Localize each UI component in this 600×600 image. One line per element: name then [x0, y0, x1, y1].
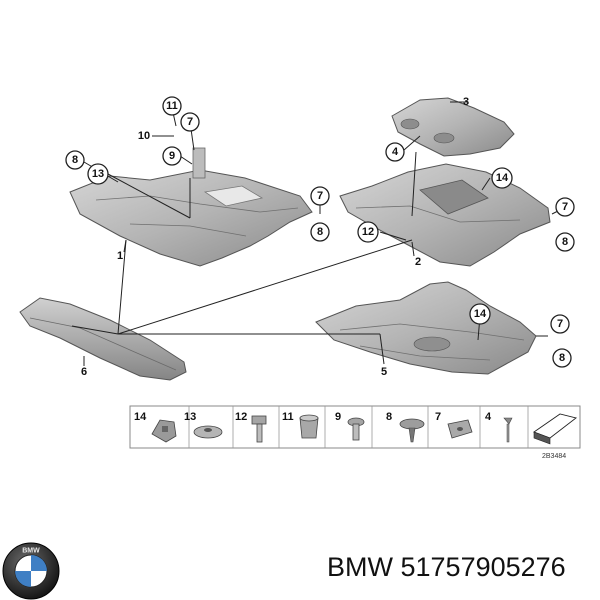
expansion-nut-icon	[299, 414, 319, 439]
label-3: 3	[463, 96, 469, 108]
callout-7-part5: 7	[550, 314, 570, 334]
washer-nut-icon	[193, 425, 223, 439]
callout-7-top-left: 7	[180, 112, 200, 132]
front-splash-bar-part-6	[19, 297, 187, 381]
callout-12: 12	[357, 221, 379, 243]
part-number-5: 5	[381, 366, 387, 378]
callout-7-part1-right: 7	[310, 186, 330, 206]
svg-text:8: 8	[559, 352, 565, 364]
callout-8-part5: 8	[552, 348, 572, 368]
hardware-label-12: 12	[235, 411, 247, 423]
clip-nut-icon	[151, 419, 177, 443]
svg-text:4: 4	[392, 146, 399, 158]
svg-text:14: 14	[496, 172, 509, 184]
callout-14-part5: 14	[469, 303, 491, 325]
bmw-logo: BMW	[2, 542, 60, 600]
hardware-label-11: 11	[282, 411, 294, 423]
callout-4: 4	[385, 142, 405, 162]
caption-brand: BMW	[327, 552, 393, 582]
callout-8-part2: 8	[555, 232, 575, 252]
hardware-label-14: 14	[134, 411, 147, 423]
label-10: 10	[138, 130, 150, 142]
svg-text:12: 12	[362, 226, 374, 238]
engine-cover-part-3	[391, 97, 515, 157]
hardware-label-7: 7	[435, 411, 441, 423]
callout-11: 11	[162, 96, 182, 116]
hardware-strip: 14 13 12 11 9 8 7 4	[129, 405, 581, 460]
caption-part-number: 51757905276	[400, 552, 566, 582]
part-number-1: 1	[117, 250, 123, 262]
hardware-label-9: 9	[335, 411, 341, 423]
svg-text:8: 8	[317, 226, 323, 238]
callout-7-part2: 7	[555, 197, 575, 217]
svg-text:13: 13	[92, 168, 104, 180]
shim-wedge-icon	[533, 413, 578, 445]
svg-text:7: 7	[317, 190, 323, 202]
push-rivet-icon	[399, 418, 425, 443]
part-number-6: 6	[81, 366, 87, 378]
underbody-shield-part-2	[339, 163, 551, 267]
svg-text:7: 7	[557, 318, 563, 330]
callout-8-left: 8	[65, 150, 85, 170]
callout-13: 13	[87, 163, 109, 185]
callout-9: 9	[162, 146, 182, 166]
hardware-label-4: 4	[485, 411, 492, 423]
hardware-label-13: 13	[184, 411, 196, 423]
underbody-shield-part-5	[315, 281, 537, 375]
hex-bolt-icon	[251, 415, 267, 443]
part-caption: BMW 51757905276	[327, 552, 566, 583]
svg-text:11: 11	[166, 100, 178, 112]
spring-nut-icon	[447, 419, 473, 439]
callout-14-part2: 14	[491, 167, 513, 189]
svg-text:7: 7	[562, 201, 568, 213]
reference-code: 2B3484	[542, 453, 566, 460]
svg-text:14: 14	[474, 308, 487, 320]
svg-text:8: 8	[562, 236, 568, 248]
part-number-2: 2	[415, 256, 421, 268]
hardware-label-8: 8	[386, 411, 392, 423]
svg-text:8: 8	[72, 154, 78, 166]
svg-text:7: 7	[187, 116, 193, 128]
bmw-logo-text: BMW	[22, 548, 40, 555]
underbody-shield-part-1	[69, 147, 313, 267]
callout-8-part1-right: 8	[310, 222, 330, 242]
stud-pin-icon	[503, 417, 513, 443]
screw-icon	[347, 417, 365, 441]
svg-text:9: 9	[169, 150, 175, 162]
